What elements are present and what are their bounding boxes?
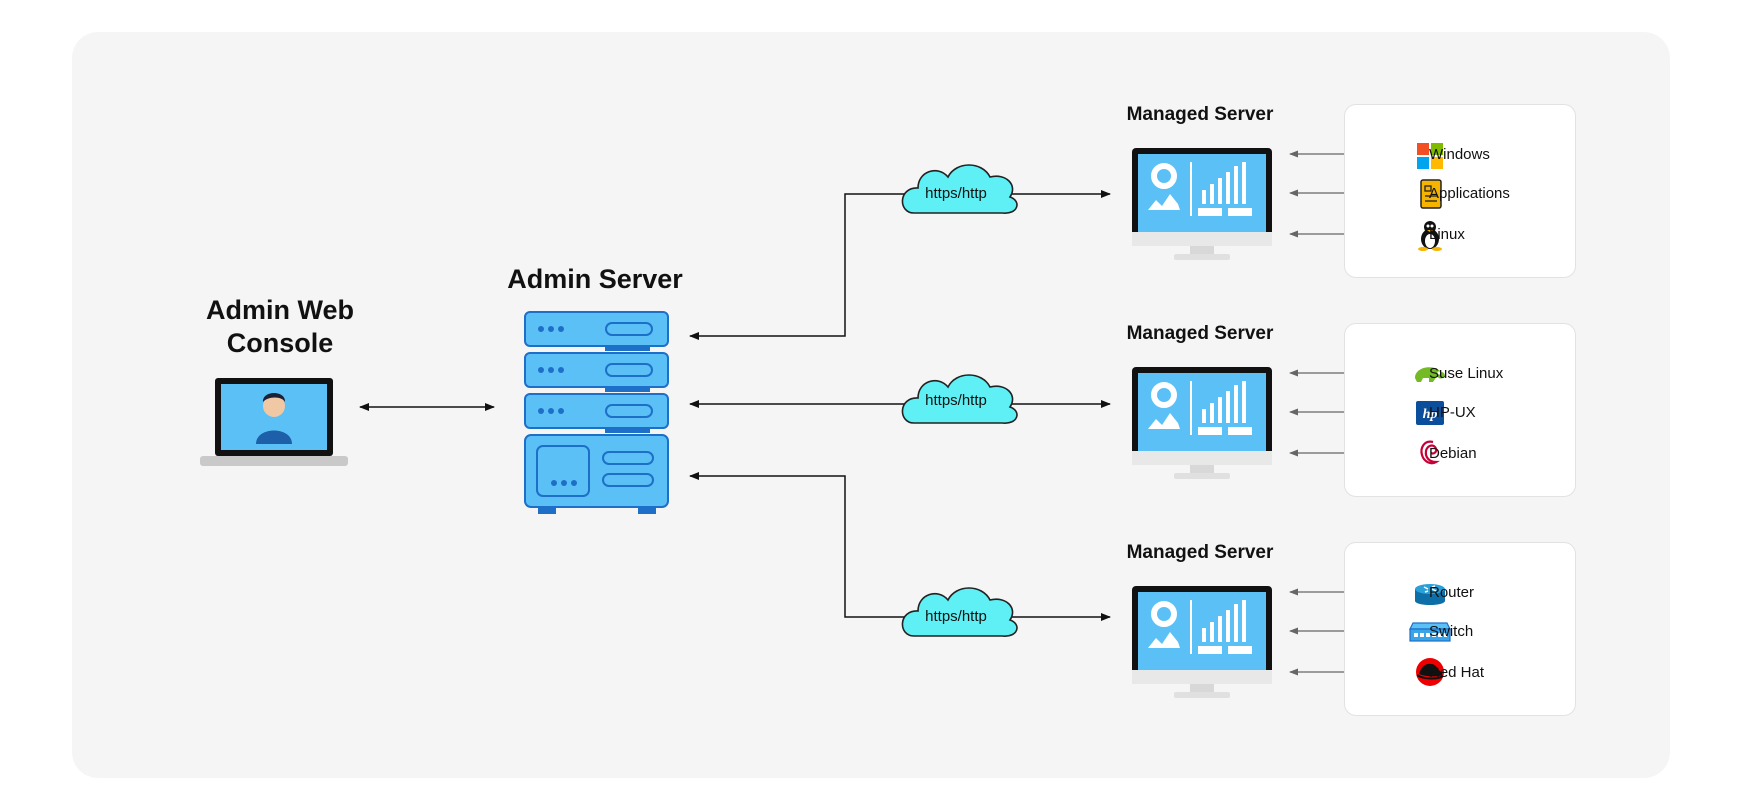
windows-icon bbox=[1417, 143, 1443, 169]
connection-label: https/http bbox=[925, 392, 987, 409]
debian-icon bbox=[1420, 440, 1440, 465]
os-item-debian: Debian bbox=[1429, 445, 1477, 462]
router-icon bbox=[1415, 584, 1445, 605]
suse-icon bbox=[1415, 367, 1445, 382]
managed-server-title: Managed Server bbox=[1126, 104, 1274, 125]
os-item-windows: Windows bbox=[1429, 146, 1490, 163]
os-item-switch: Switch bbox=[1429, 623, 1474, 640]
switch-icon bbox=[1409, 622, 1451, 642]
connection-label: https/http bbox=[925, 185, 987, 202]
os-item-applications: Applications bbox=[1429, 185, 1510, 202]
managed-server-title: Managed Server bbox=[1126, 323, 1274, 344]
redhat-icon bbox=[1416, 658, 1444, 686]
admin-server-title: Admin Server bbox=[507, 264, 683, 294]
os-box: Router Switch Red Hat bbox=[1344, 542, 1576, 716]
monitor-icon bbox=[1132, 586, 1272, 698]
os-item-router: Router bbox=[1429, 584, 1475, 601]
connection-label: https/http bbox=[925, 608, 987, 625]
admin-server-icon bbox=[524, 311, 669, 514]
os-item-hp-ux: HP-UX bbox=[1429, 404, 1476, 421]
os-item-red-hat: Red Hat bbox=[1429, 664, 1485, 681]
os-box: Suse Linux hp HP-UX Debian bbox=[1344, 323, 1576, 497]
hp-icon: hp bbox=[1416, 401, 1444, 425]
admin-web-console-title: Admin Web Console bbox=[206, 295, 354, 358]
monitor-icon bbox=[1132, 148, 1272, 260]
managed-server-title: Managed Server bbox=[1126, 542, 1274, 563]
applications-icon bbox=[1420, 179, 1442, 209]
connection-lines bbox=[689, 190, 1111, 621]
os-box: Windows Applications Linux bbox=[1344, 104, 1576, 278]
linux-icon bbox=[1418, 221, 1442, 251]
os-item-linux: Linux bbox=[1429, 226, 1465, 243]
laptop-icon bbox=[200, 378, 348, 466]
monitor-icon bbox=[1132, 367, 1272, 479]
os-item-suse-linux: Suse Linux bbox=[1429, 365, 1504, 382]
svg-text:hp: hp bbox=[1423, 407, 1438, 422]
